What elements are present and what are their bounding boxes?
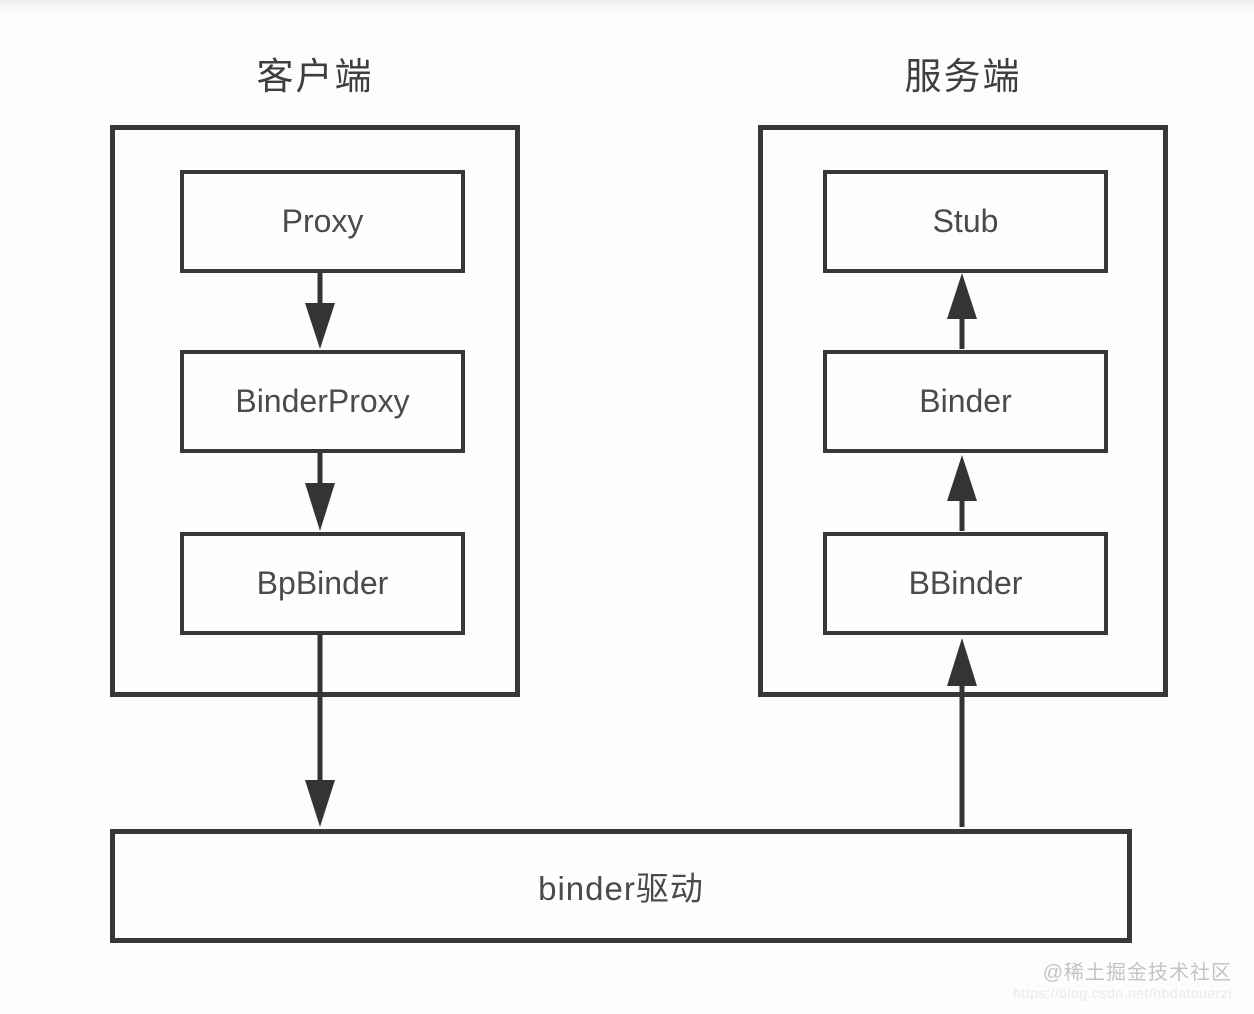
watermark-url-text: https://blog.csdn.net/hbdatouerzi — [1013, 985, 1232, 1001]
server-container: Stub Binder BBinder — [758, 125, 1168, 697]
bbinder-label: BBinder — [908, 565, 1023, 601]
stub-box: Stub — [823, 170, 1108, 273]
binderproxy-box: BinderProxy — [180, 350, 465, 453]
proxy-box: Proxy — [180, 170, 465, 273]
bpbinder-box: BpBinder — [180, 532, 465, 635]
bpbinder-label: BpBinder — [256, 565, 389, 601]
binder-label: Binder — [919, 383, 1012, 419]
binderproxy-label: BinderProxy — [235, 383, 410, 419]
client-title: 客户端 — [256, 56, 374, 97]
binder-driver-label: binder驱动 — [538, 870, 704, 907]
watermark-community-text: @稀土掘金技术社区 — [1042, 962, 1232, 984]
stub-label: Stub — [932, 203, 999, 239]
bbinder-box: BBinder — [823, 532, 1108, 635]
server-title: 服务端 — [904, 56, 1022, 97]
binder-driver-box: binder驱动 — [110, 829, 1132, 943]
binder-box: Binder — [823, 350, 1108, 453]
proxy-label: Proxy — [281, 203, 364, 239]
watermark: @稀土掘金技术社区 https://blog.csdn.net/hbdatoue… — [1013, 962, 1232, 1001]
client-container: Proxy BinderProxy BpBinder — [110, 125, 520, 697]
